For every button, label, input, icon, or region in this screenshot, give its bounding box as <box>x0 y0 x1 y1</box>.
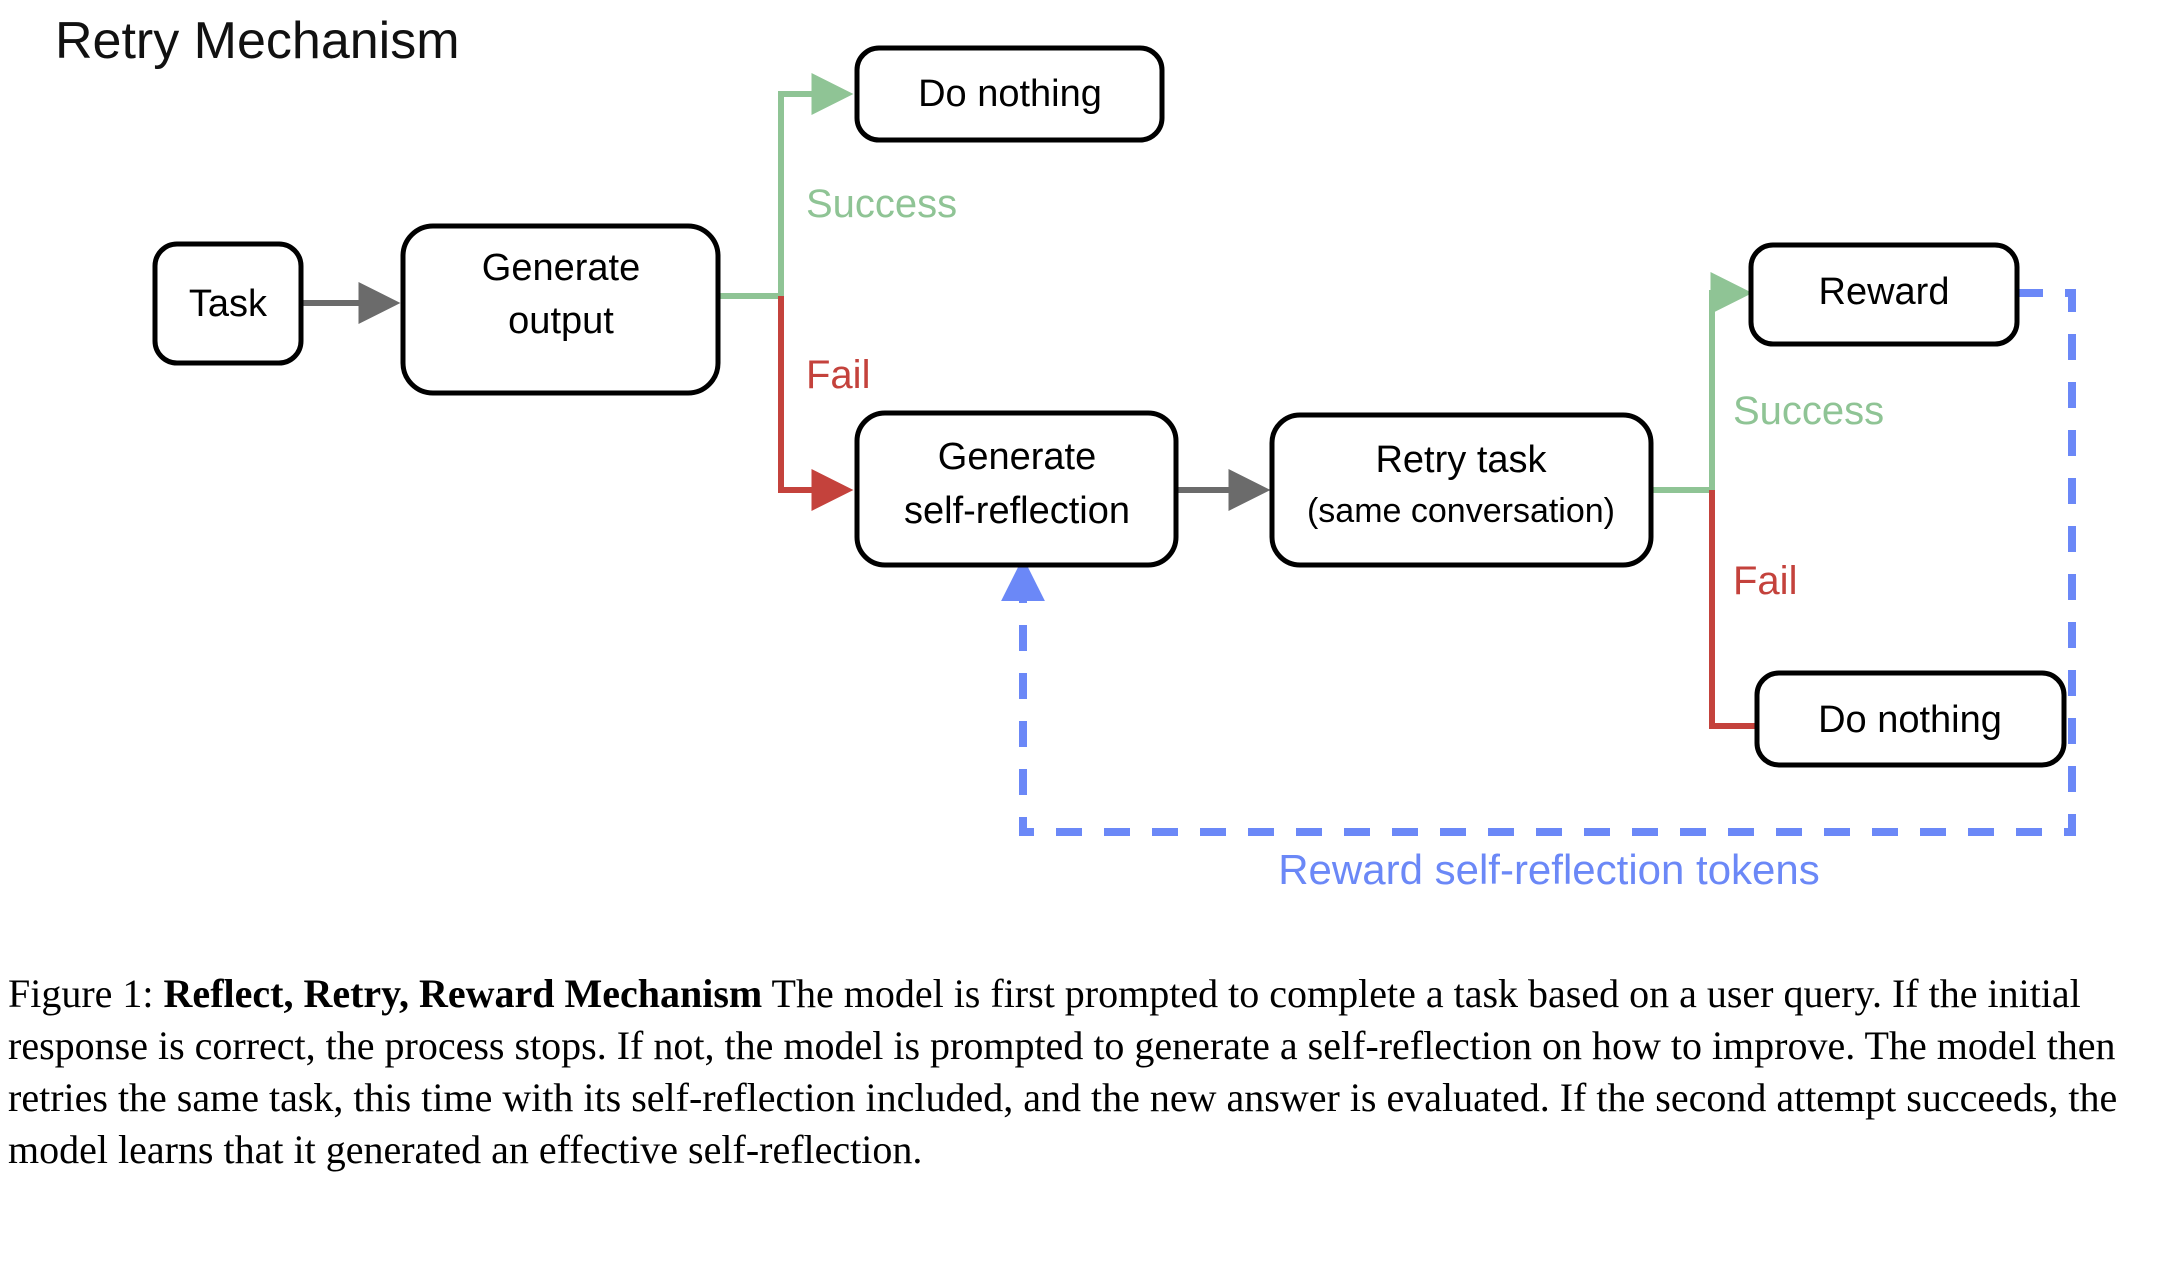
caption-body: The model is first prompted to complete … <box>8 971 2118 1172</box>
node-task-box <box>152 241 304 366</box>
node-generate-output-line2: output <box>508 300 614 342</box>
node-generate-self-reflection[interactable]: Generate self-reflection <box>854 410 1179 568</box>
node-do-nothing-bottom-box <box>1754 670 2067 768</box>
edge-label-fail-top: Fail <box>806 353 870 397</box>
node-do-nothing-bottom[interactable]: Do nothing <box>1754 670 2067 768</box>
edge-fail-to-do-nothing-bottom <box>1709 490 1766 729</box>
node-retry-task-line1: Retry task <box>1375 439 1547 481</box>
node-generate-output[interactable]: Generate output <box>400 223 721 396</box>
edge-success-to-do-nothing-top <box>718 73 854 299</box>
node-reward-label: Reward <box>1819 271 1950 313</box>
node-do-nothing-top-label: Do nothing <box>918 73 1102 115</box>
edge-success-to-reward <box>1651 272 1753 493</box>
edge-label-success-top: Success <box>806 182 957 226</box>
caption-bold-title: Reflect, Retry, Reward Mechanism <box>163 971 763 1016</box>
figure-caption: Figure 1: Reflect, Retry, Reward Mechani… <box>8 968 2156 1176</box>
node-retry-task-line2: (same conversation) <box>1307 492 1615 530</box>
node-reward-box <box>1748 242 2020 347</box>
edge-label-success-right: Success <box>1733 389 1884 433</box>
node-reward[interactable]: Reward <box>1748 242 2020 347</box>
node-do-nothing-bottom-label: Do nothing <box>1818 699 2002 741</box>
node-generate-output-line1: Generate <box>482 247 640 289</box>
node-generate-self-reflection-line2: self-reflection <box>904 490 1130 532</box>
node-generate-self-reflection-box <box>854 410 1179 568</box>
node-task[interactable]: Task <box>152 241 304 366</box>
node-retry-task[interactable]: Retry task (same conversation) <box>1269 412 1654 568</box>
edge-label-fail-right: Fail <box>1733 559 1797 603</box>
diagram-title: Retry Mechanism <box>55 12 460 70</box>
flowchart-svg: Retry Mechanism Task <box>55 12 2076 893</box>
edge-reward-self-reflection-tokens-loop <box>1001 289 2076 836</box>
node-retry-task-box <box>1269 412 1654 568</box>
node-generate-output-box <box>400 223 721 396</box>
edge-label-reward-tokens: Reward self-reflection tokens <box>1278 846 1820 893</box>
node-do-nothing-top[interactable]: Do nothing <box>854 45 1165 143</box>
edge-fail-to-generate-self-reflection <box>778 296 854 511</box>
node-generate-self-reflection-line1: Generate <box>938 436 1096 478</box>
node-task-label: Task <box>189 283 268 325</box>
flowchart-diagram: Retry Mechanism Task <box>55 12 2076 893</box>
node-do-nothing-top-box <box>854 45 1165 143</box>
caption-figure-number: Figure 1: <box>8 971 164 1016</box>
